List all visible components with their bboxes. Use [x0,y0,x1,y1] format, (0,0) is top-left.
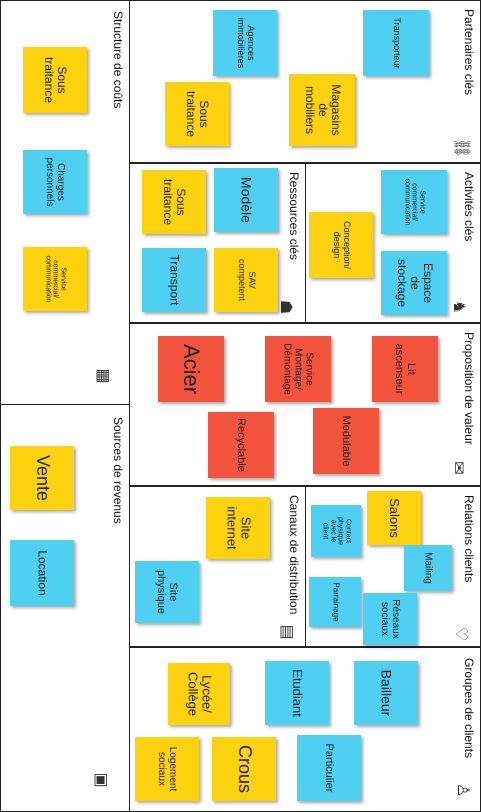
money-bag-icon: ▣ [92,772,110,788]
section-title: Ressources clés [287,172,301,261]
note-magasins: Magasins de mobiliers [289,74,355,146]
note-logement-sociaux: Logement sociaux [135,737,199,801]
note-modele: Modèle [214,168,278,232]
note-recyclable: Recyclable [208,412,274,478]
section-title: Sources de revenus [111,417,125,524]
bicycle-icon: ♞ [450,299,468,315]
note-crous: Crous [212,737,276,801]
chain-link-icon: ⛓ [453,137,471,159]
note-agences: Agences immobilières [213,10,277,76]
section-title: Canaux de distribution [287,495,301,615]
note-modulable: Modulable [313,408,379,474]
note-bailleur: Bailleur [354,661,418,725]
note-mailing: Mailing [404,545,452,591]
note-conception: Conception/ design [309,212,373,278]
note-site-physique: Site physique [135,561,199,623]
section-title: Proposition de valeur [462,332,476,445]
note-transporteur: Transporteur [363,10,429,76]
note-transport: Transport [142,248,206,312]
worker-icon: ☗ [277,299,295,315]
note-service-commercial-activites: Service commercial/ communication [381,170,447,234]
note-sous-traitance-partenaires: Sous traitance [165,82,229,146]
section-title: Structure de coûts [111,11,125,109]
note-salons: Salons [367,491,421,545]
note-contact-physique: Contact physique avec le client [311,505,361,557]
section-title: Groupes de clients [462,658,476,759]
note-vente: Vente [10,446,74,510]
section-title: Activités clés [462,172,476,242]
note-service-montage: Service Montage/ Démontage [265,336,331,402]
note-sous-traitance-ressources: Sous traitance [142,170,206,234]
section-title: Relations clients [462,495,476,583]
note-reseaux-sociaux: Réseaux sociaux [363,593,417,645]
note-etudiant: Etudiant [265,661,329,725]
note-sous-traitance-couts: Sous traitance [23,47,87,113]
person-icon: ♙ [454,782,472,798]
note-particulier: Particulier [297,735,361,801]
note-lit-ascenseur: Lit ascenseur [372,336,438,402]
note-acier: Acier [158,336,224,402]
note-sav: SAV compétent [214,248,278,312]
heart-icon: ♡ [452,626,470,642]
truck-icon: ▤ [278,624,296,640]
note-parrainage: Parrainage [309,577,361,627]
note-lycee-college: Lycée/ Collège [168,663,230,725]
gift-icon: ✉ [449,461,467,475]
note-espace-stockage: Espace de stockage [381,251,447,315]
calculator-icon: ▦ [94,368,112,384]
note-site-internet: Site internet [206,497,270,559]
note-service-commercial-couts: Service commercial/ communication [23,247,87,311]
section-title: Partenaires clés [462,9,476,96]
note-charges-personnels: Charges personnels [23,150,87,214]
note-location: Location [10,540,74,606]
